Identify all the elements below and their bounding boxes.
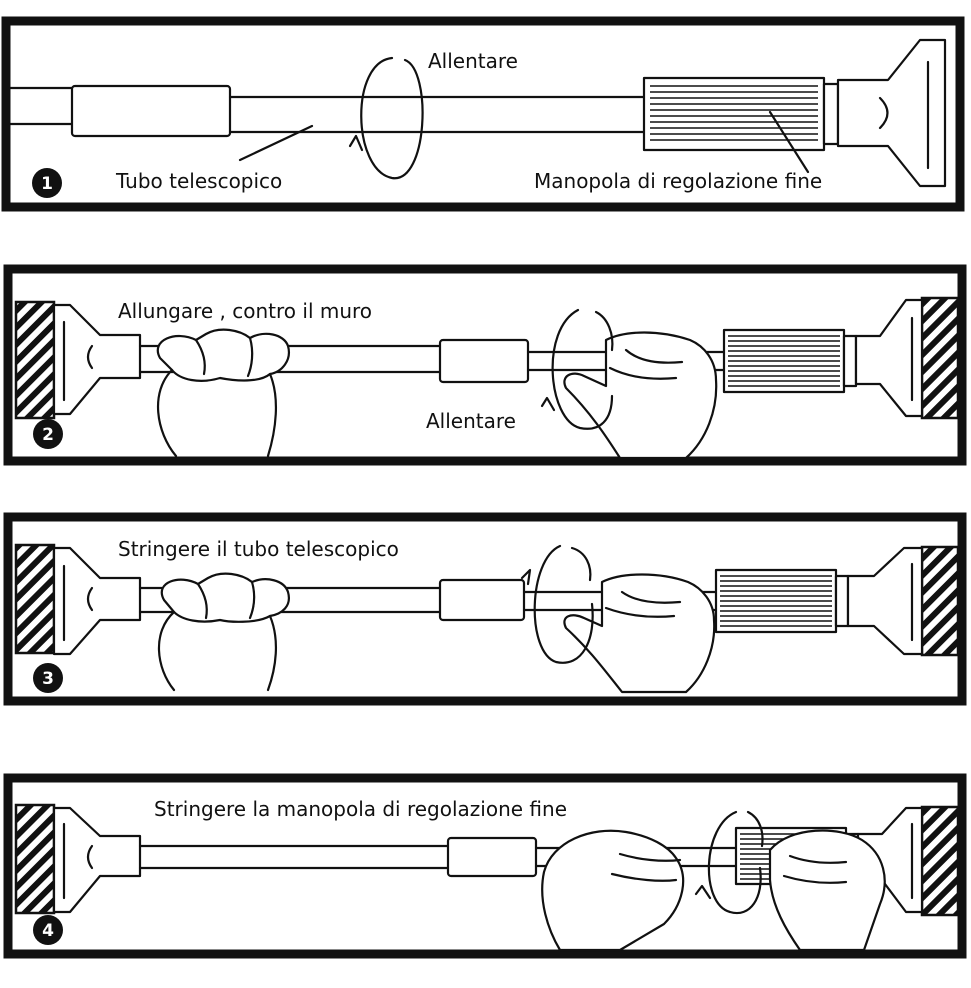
fine-adjustment-knob bbox=[714, 568, 850, 634]
wall-right bbox=[920, 805, 960, 917]
label-extend-against-wall: Allungare , contro il muro bbox=[118, 299, 372, 323]
telescopic-tube bbox=[8, 84, 646, 138]
rotation-arrow-icon bbox=[348, 56, 424, 180]
step-number-badge: 2 bbox=[33, 419, 63, 449]
end-cap-left bbox=[52, 546, 142, 656]
wall-left bbox=[14, 803, 56, 915]
svg-text:3: 3 bbox=[42, 669, 54, 689]
panel-4: Stringere la manopola di regolazione fin… bbox=[3, 773, 967, 959]
fine-adjustment-knob bbox=[722, 328, 858, 394]
hand-icon bbox=[563, 573, 716, 694]
svg-text:2: 2 bbox=[42, 425, 54, 445]
rotation-arrow-icon bbox=[694, 810, 764, 915]
telescopic-tube bbox=[138, 578, 718, 622]
panel-1: Allentare Tubo telescopico Manopola di r… bbox=[1, 16, 965, 212]
wall-left bbox=[14, 300, 56, 420]
panel-2: Allungare , contro il muro Allentare 2 bbox=[3, 264, 967, 466]
end-cap-right bbox=[854, 298, 924, 418]
svg-text:4: 4 bbox=[42, 921, 54, 941]
wall-right bbox=[920, 545, 960, 657]
label-tighten-fine-knob: Stringere la manopola di regolazione fin… bbox=[154, 797, 567, 821]
hand-icon bbox=[541, 829, 685, 952]
hand-icon bbox=[563, 331, 718, 460]
step-number-badge: 4 bbox=[33, 915, 63, 945]
label-tighten-telescopic-tube: Stringere il tubo telescopico bbox=[118, 537, 399, 561]
leader-line bbox=[238, 124, 314, 162]
label-telescopic-tube: Tubo telescopico bbox=[115, 169, 282, 193]
label-fine-knob: Manopola di regolazione fine bbox=[534, 169, 822, 193]
end-cap-left bbox=[52, 303, 142, 416]
leader-line bbox=[768, 110, 810, 174]
label-loosen: Allentare bbox=[428, 49, 518, 73]
wall-right bbox=[920, 296, 960, 420]
fine-adjustment-knob bbox=[642, 76, 840, 152]
hand-icon bbox=[157, 572, 290, 692]
panel-3: Stringere il tubo telescopico 3 bbox=[3, 512, 967, 706]
rotation-arrow-icon bbox=[540, 308, 614, 430]
step-number-badge: 3 bbox=[33, 663, 63, 693]
wall-left bbox=[14, 543, 56, 655]
end-cap-left bbox=[52, 806, 142, 914]
rotation-arrow-icon bbox=[520, 544, 594, 664]
end-cap bbox=[836, 38, 947, 188]
step-number-badge: 1 bbox=[32, 168, 62, 198]
hand-icon bbox=[768, 829, 886, 952]
label-loosen: Allentare bbox=[426, 409, 516, 433]
svg-text:1: 1 bbox=[41, 174, 53, 194]
hand-icon bbox=[156, 328, 290, 458]
end-cap-right bbox=[846, 546, 924, 656]
